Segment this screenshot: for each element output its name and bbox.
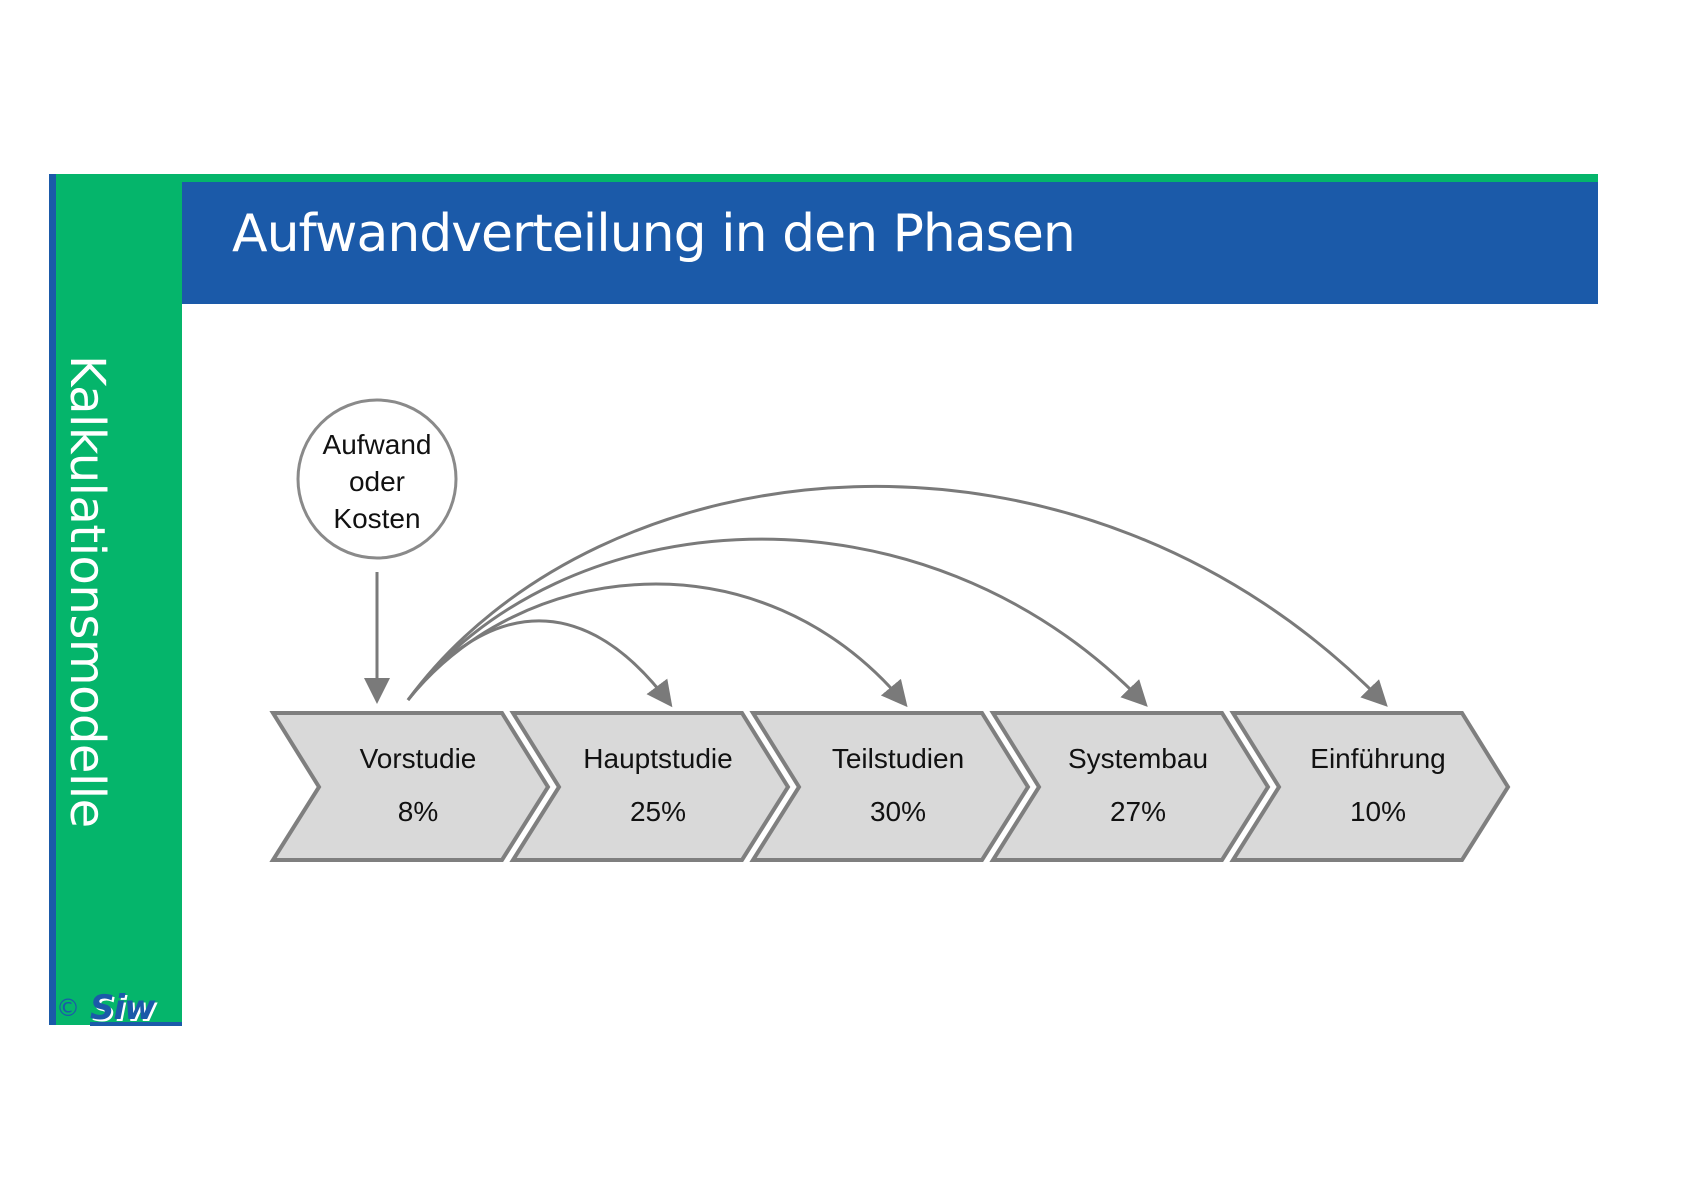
source-line-1: Aufwand — [323, 429, 432, 460]
arc-to-einfuehrung — [406, 484, 1388, 707]
logo-underline — [90, 1022, 182, 1026]
copyright-symbol: © — [56, 994, 80, 1022]
phase-vorstudie: Vorstudie 8% — [269, 711, 551, 862]
title-bar: Aufwandverteilung in den Phasen — [182, 182, 1598, 304]
distribution-arrows — [406, 484, 1388, 708]
company-logo: © Siw — [56, 988, 182, 1028]
source-node: Aufwand oder Kosten — [296, 398, 458, 560]
source-line-2: oder — [349, 466, 405, 497]
phase-percent: 25% — [630, 796, 686, 827]
phase-name: Vorstudie — [360, 743, 477, 774]
arc-to-systembau — [406, 537, 1148, 707]
phase-percent: 30% — [870, 796, 926, 827]
phase-name: Teilstudien — [832, 743, 964, 774]
phase-percent: 27% — [1110, 796, 1166, 827]
phase-name: Systembau — [1068, 743, 1208, 774]
sidebar-edge — [49, 174, 56, 1025]
arc-to-teilstudien — [406, 582, 908, 708]
phase-teilstudien: Teilstudien 30% — [749, 711, 1031, 862]
phase-systembau: Systembau 27% — [989, 711, 1271, 862]
phase-percent: 8% — [398, 796, 438, 827]
phase-einfuehrung: Einführung 10% — [1229, 711, 1511, 862]
source-circle — [296, 398, 458, 560]
phase-name: Hauptstudie — [583, 743, 732, 774]
page-title: Aufwandverteilung in den Phasen — [232, 204, 1076, 264]
logo-text: Siw — [90, 988, 156, 1028]
source-line-3: Kosten — [333, 503, 420, 534]
arc-to-hauptstudie — [406, 619, 673, 708]
phase-name: Einführung — [1310, 743, 1445, 774]
header-accent-line — [182, 174, 1598, 182]
phase-hauptstudie: Hauptstudie 25% — [509, 711, 791, 862]
sidebar-band — [49, 174, 182, 1025]
phase-percent: 10% — [1350, 796, 1406, 827]
